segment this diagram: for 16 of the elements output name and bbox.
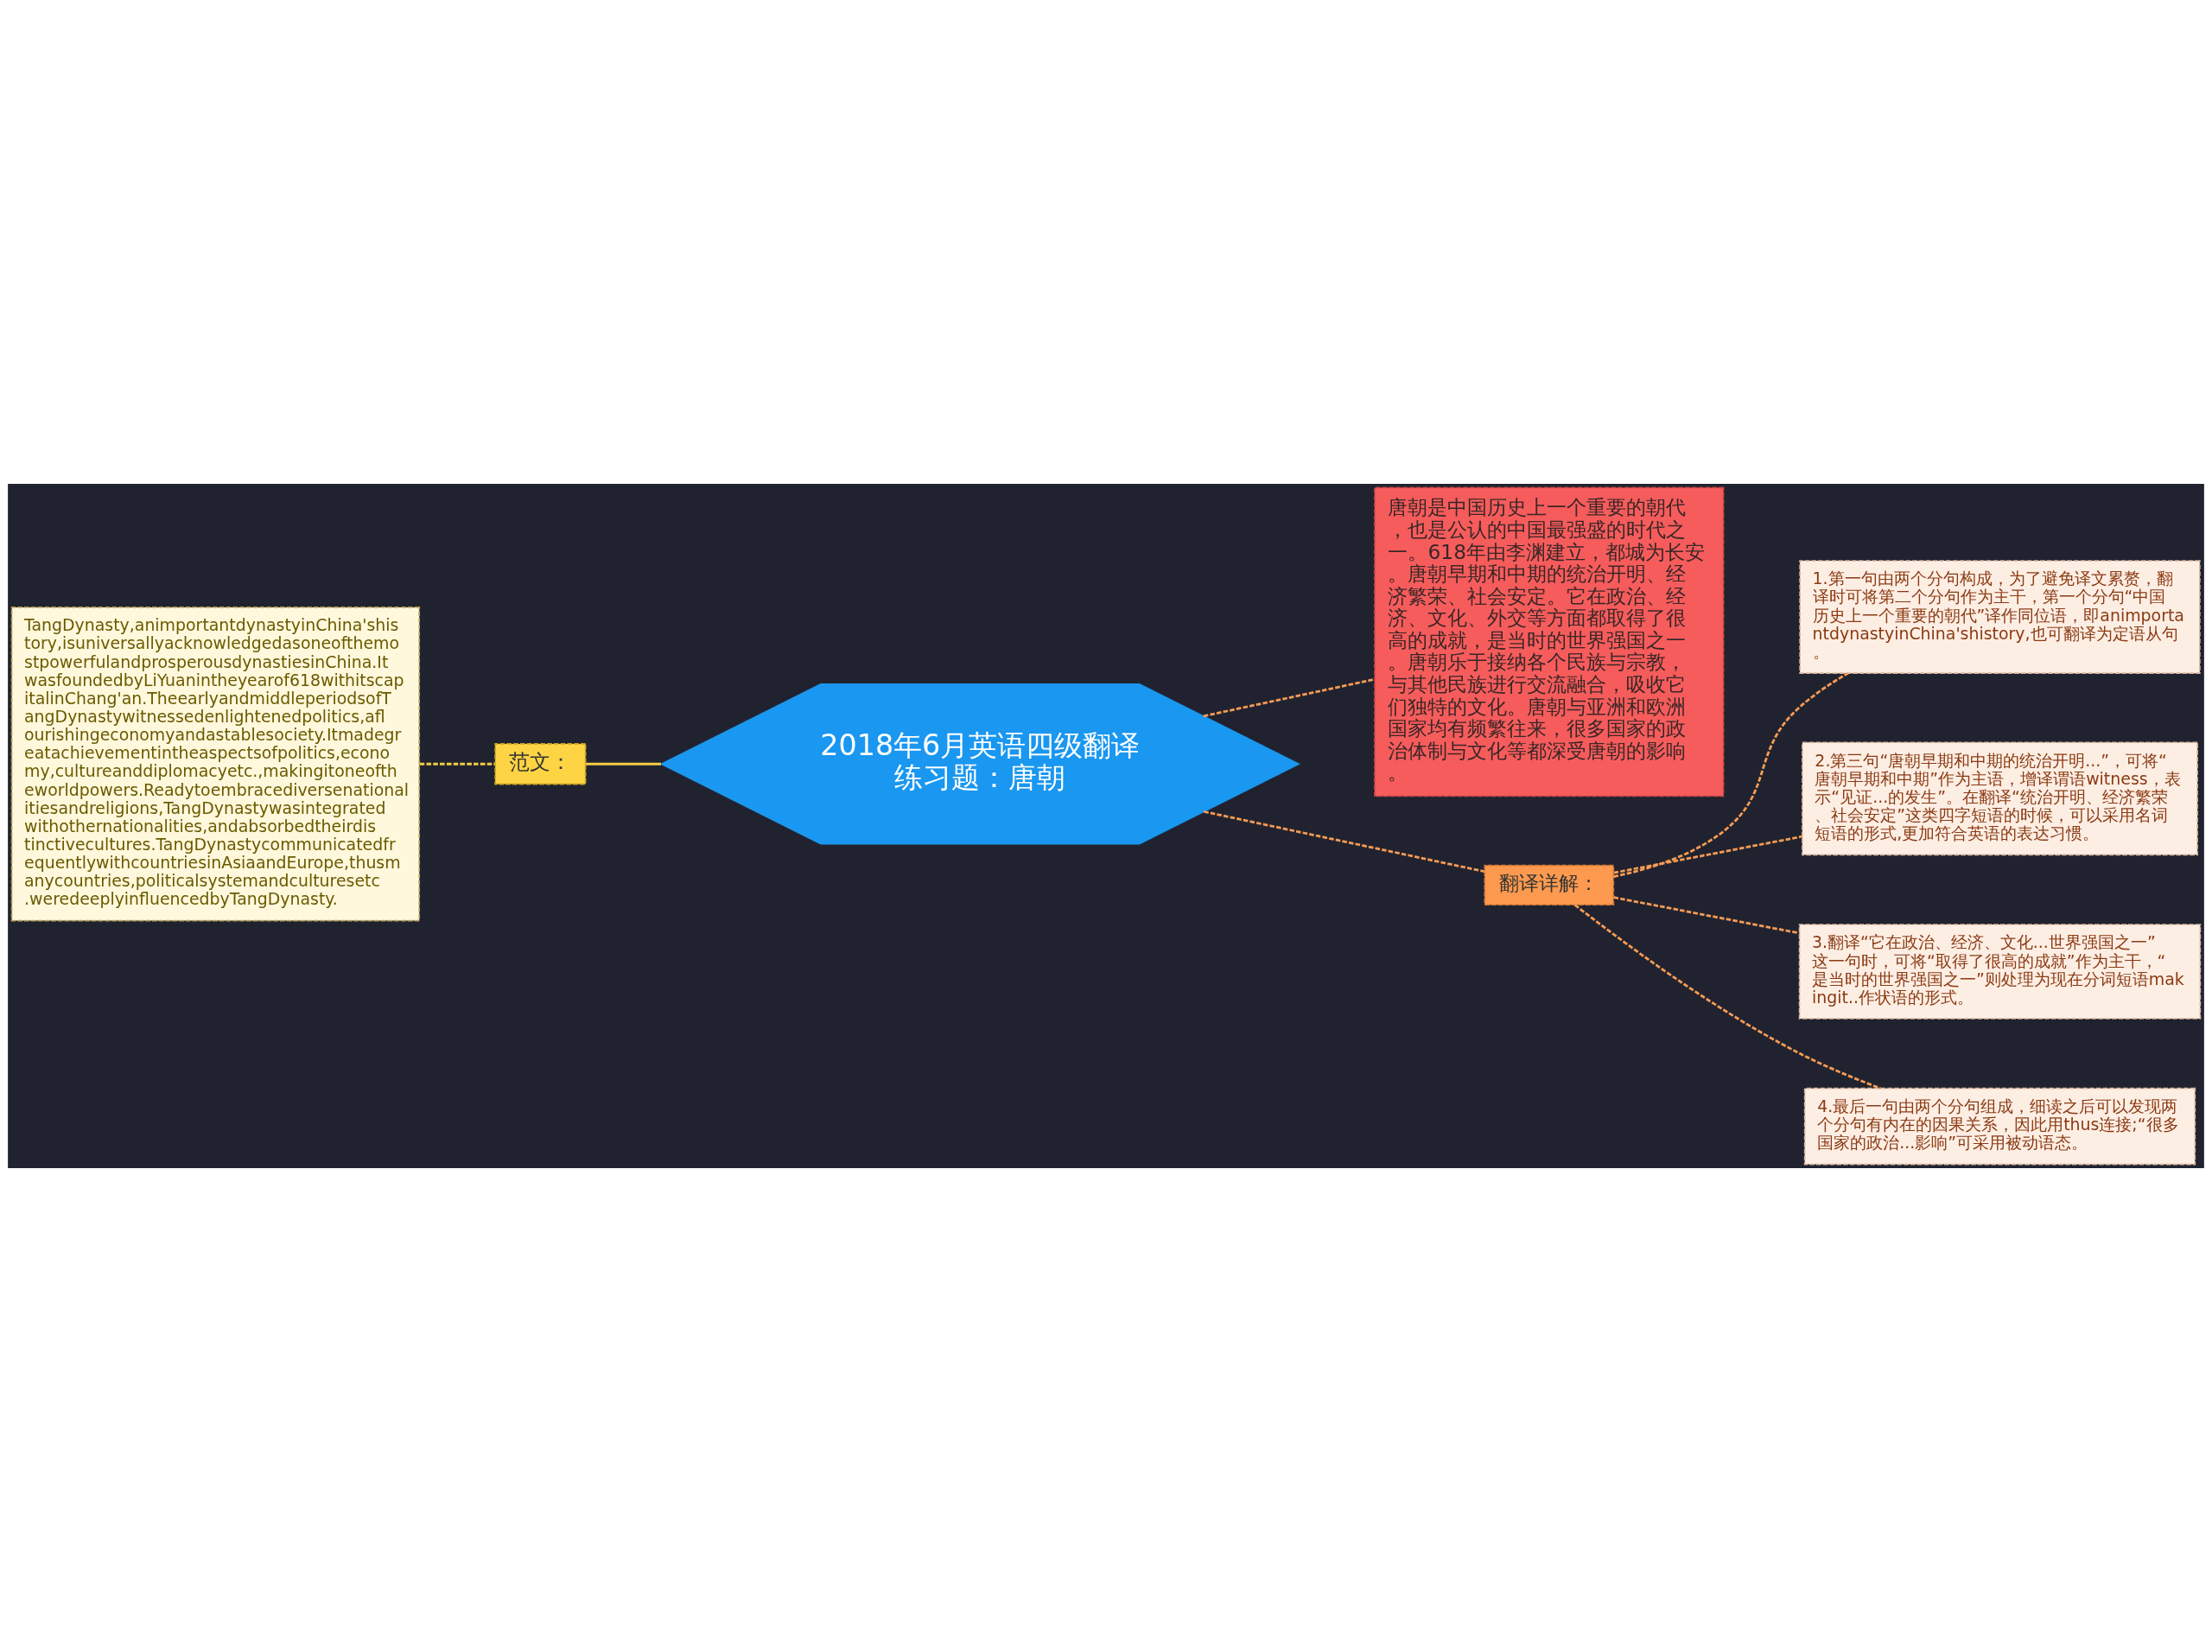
connector xyxy=(1613,835,1802,874)
node-box: 唐朝是中国历史上一个重要的朝代，也是公认的中国最强盛的时代之一。618年由李渊建立，都城为长安。唐朝早期和中期的统治开明、经济繁荣、社会安定。它在政治、经济、文化、外交等方面都取得了很高的成就，是当时的世界强国之一。唐朝乐于接纳各个民族与宗教，与其他民族进行交流融合，吸收它们独特的文化。唐朝与亚洲和欧洲国家均有频繁往来，很多国家的政治体制与文化等都深受唐朝的影响。 xyxy=(1374,486,1725,797)
connector xyxy=(585,762,661,766)
connector xyxy=(419,762,495,766)
node-box: 范文： xyxy=(494,743,587,785)
node-box: 4.最后一句由两个分句组成，细读之后可以发现两个分句有内在的因果关系，因此用thus连接;“很多国家的政治...影响”可采用被动语态。 xyxy=(1803,1087,2196,1166)
connector xyxy=(1203,677,1375,718)
connector xyxy=(1204,810,1485,874)
node-box: TangDynasty,animportantdynastyinChina'shistory,isuniversallyacknowledgedasoneofthemostpowerfulandprosperousdynastiesinChina.ItwasfoundedbyLiYuanintheyearof618withitscapitalinChang'an.TheearlyandmiddleperiodsofTangDynastywitnessedenlightenedpolitics,aflourishingeconomyandastablesociety.Itmadegreatachievementintheaspectsofpolitics,economy,cultureanddiplomacyetc.,makingitoneoftheworldpowers.Readytoembracediversenationalitiesandreligions,TangDynastywasintegratedwithothernationalities,andabsorbedtheirdistinctivecultures.TangDynastycommunicatedfrequentlywithcountriesinAsiaandEurope,thusmanycountries,politicalsystemandculturesetc.weredeeplyinfluencedbyTangDynasty. xyxy=(10,607,421,922)
connector xyxy=(1613,672,1849,878)
connector xyxy=(1613,896,1800,935)
node-box: 3.翻译“它在政治、经济、文化...世界强国之一”这一句时，可将“取得了很高的成就”作为主干，“是当时的世界强国之一”则处理为现在分词短语makingit..作状语的形式。 xyxy=(1798,924,2202,1020)
node-box: 1.第一句由两个分句构成，为了避免译文累赘，翻译时可将第二个分句作为主干，第一个分句“中国历史上一个重要的朝代”译作同位语，即animportantdynastyinChina'shistory,也可翻译为定语从句。 xyxy=(1799,560,2201,674)
connector xyxy=(1573,904,1881,1090)
node-box: 2.第三句“唐朝早期和中期的统治开明...”，可将“唐朝早期和中期”作为主语，增译谓语witness，表示“见证...的发生”。在翻译“统治开明、经济繁荣、社会安定”这类四字短语的时候，可以采用名词短语的形式,更加符合英语的表达习惯。 xyxy=(1802,741,2198,856)
node-box: 翻译详解： xyxy=(1484,864,1615,906)
